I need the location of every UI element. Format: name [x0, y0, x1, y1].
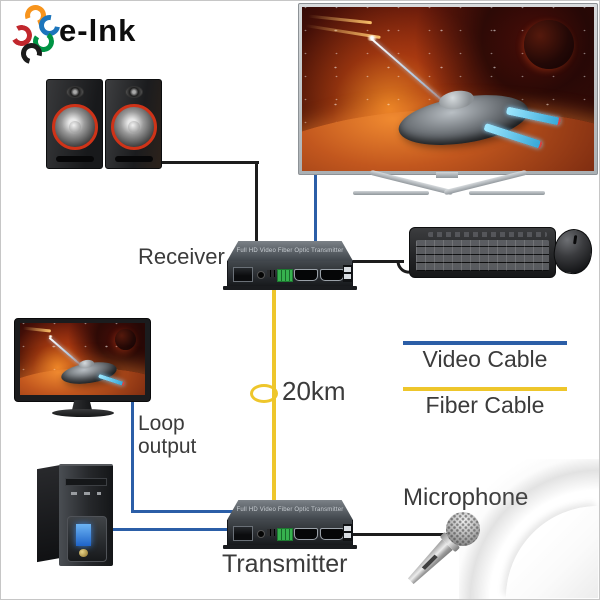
sfp-port — [233, 526, 253, 541]
logo: e-lnk — [8, 1, 189, 68]
monitor-stand-neck — [72, 400, 92, 410]
optical-drive — [65, 478, 107, 486]
dip-switch — [267, 529, 275, 536]
legend-fiber-cable-line — [403, 387, 567, 391]
monitor-frame — [14, 318, 151, 402]
receiver-label: Receiver — [138, 244, 225, 269]
loop-output-label: Loop output — [138, 412, 197, 458]
tower-front-panel — [59, 464, 113, 566]
device-base — [223, 286, 357, 290]
legend-fiber-cable-label: Fiber Cable — [425, 392, 545, 418]
tweeter — [65, 86, 84, 98]
hdmi-port — [320, 269, 344, 281]
small-ship — [366, 34, 378, 42]
woofer — [110, 104, 157, 150]
microphone-label: Microphone — [403, 484, 529, 511]
bass-port — [114, 156, 153, 162]
transmitter-top-panel: Full HD Video Fiber Optic Transmitter — [227, 500, 353, 520]
transmitter-device: Full HD Video Fiber Optic Transmitter — [223, 500, 357, 549]
dark-planet — [115, 328, 137, 351]
microphone — [399, 504, 488, 593]
tv-image — [298, 3, 598, 175]
tv-video-cable — [314, 171, 317, 245]
receiver-panel-text: Full HD Video Fiber Optic Transmitter — [236, 248, 344, 254]
speaker-right — [105, 79, 162, 169]
hdmi-port — [294, 528, 318, 540]
dip-switch — [267, 270, 275, 277]
microphone-image — [409, 501, 519, 596]
sfp-port — [233, 267, 253, 282]
hdmi-port — [294, 269, 318, 281]
terminal-block — [277, 269, 293, 282]
keyboard-image — [409, 227, 556, 278]
space-scene — [302, 7, 594, 171]
loop-output-cable-horizontal — [131, 510, 235, 513]
microphone-cable — [351, 533, 450, 536]
speakers-image — [46, 79, 162, 169]
logo-text: e-lnk — [59, 13, 137, 48]
power-button — [79, 549, 88, 557]
tweeter — [124, 86, 143, 98]
transmitter-label: Transmitter — [222, 550, 348, 578]
front-leds — [71, 492, 101, 495]
pc-video-cable — [109, 528, 229, 531]
led-display — [76, 524, 91, 546]
computer-tower-image — [37, 464, 113, 566]
dc-jack — [257, 530, 265, 538]
tower-side-panel — [37, 464, 61, 563]
hdmi-port — [320, 528, 344, 540]
tv-stand-neck — [436, 172, 458, 178]
transmitter-panel-text: Full HD Video Fiber Optic Transmitter — [236, 507, 344, 513]
legend-video-cable-label: Video Cable — [422, 346, 548, 372]
monitor-stand-base — [52, 409, 114, 417]
monitor-image — [14, 318, 151, 417]
transmitter-front-panel — [227, 520, 353, 545]
tv-foot-left — [353, 191, 429, 195]
usb-port — [343, 265, 352, 282]
fiber-slack-loop-icon — [250, 384, 278, 403]
speaker-cable-horizontal — [159, 161, 259, 164]
mouse-image — [551, 226, 595, 277]
loop-output-cable-vertical — [131, 399, 134, 513]
usb-port — [343, 524, 352, 541]
distance-label: 20km — [282, 376, 346, 406]
device-base — [223, 545, 357, 549]
front-io-panel — [67, 516, 107, 562]
bass-port — [55, 156, 94, 162]
dark-planet — [523, 20, 574, 70]
keyboard-keys — [416, 240, 549, 271]
receiver-top-panel: Full HD Video Fiber Optic Transmitter — [227, 241, 353, 261]
keyboard-cable — [352, 260, 404, 263]
woofer — [51, 104, 98, 150]
microphone-handle — [404, 538, 453, 587]
receiver-front-panel — [227, 261, 353, 286]
speaker-cable-vertical — [255, 161, 258, 245]
space-scene — [20, 323, 145, 395]
terminal-block — [277, 528, 293, 541]
page-curl — [506, 506, 598, 598]
speaker-left — [46, 79, 103, 169]
tv-foot-right — [469, 191, 545, 195]
receiver-device: Full HD Video Fiber Optic Transmitter — [223, 241, 357, 290]
legend-video-cable-line — [403, 341, 567, 345]
dc-jack — [257, 271, 265, 279]
